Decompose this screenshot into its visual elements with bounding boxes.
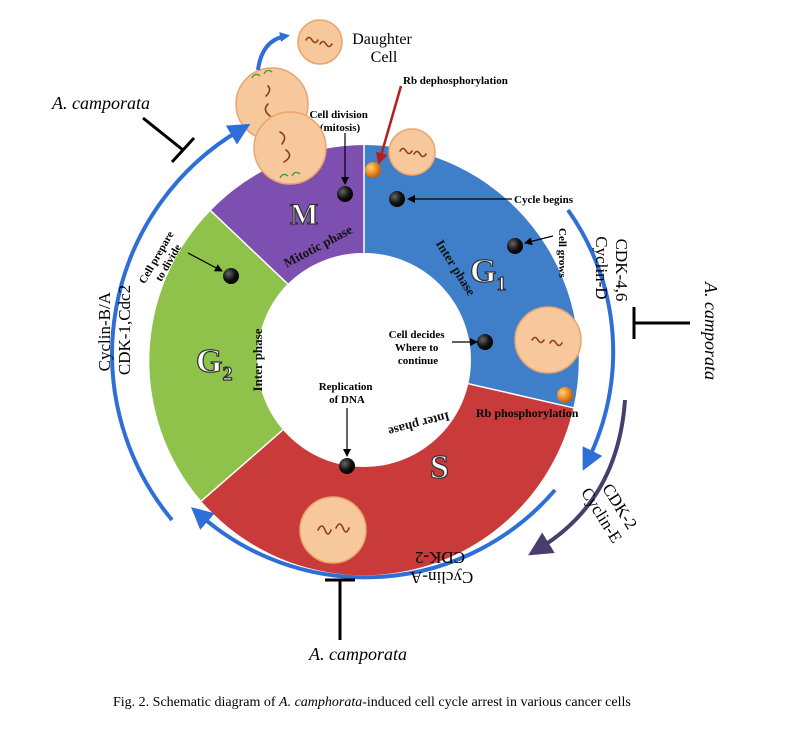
cycle-begins-dot	[389, 191, 405, 207]
caption-prefix: Fig. 2. Schematic diagram of	[113, 695, 280, 710]
cycle-begins-label: Cycle begins	[514, 194, 574, 206]
g2-phase-segment	[149, 210, 288, 502]
rb-dephos-arrow	[375, 85, 403, 165]
g1-late-cell	[514, 306, 582, 374]
rb-phos-dot	[557, 387, 573, 403]
s-phase-segment	[201, 383, 574, 576]
inhibitor-right: A. camporata	[701, 281, 721, 380]
cell-decides-dot	[477, 334, 493, 350]
inhibit-top-left-bar	[170, 136, 196, 164]
g2-phase-label: Inter phase	[250, 328, 265, 391]
m-letter: M	[290, 198, 318, 231]
s-phase-cell	[299, 496, 367, 564]
rb-dephos-label: Rb dephosphorylation	[403, 75, 508, 87]
cell-decides-label: Cell decides Where to continue	[389, 329, 448, 367]
caption-suffix: -induced cell cycle arrest in various ca…	[362, 695, 631, 710]
g2-letter: G2	[196, 343, 232, 385]
caption-italic: A. camphorata	[279, 695, 363, 710]
figure-caption: Fig. 2. Schematic diagram of A. camphora…	[113, 695, 753, 711]
rb-dephos-dot	[365, 162, 381, 178]
rb-phos-label: Rb phosphorylation	[476, 406, 579, 420]
cell-division-label: Cell division (mitosis)	[309, 109, 370, 134]
g1-letter: G1	[470, 253, 506, 295]
ring-center	[257, 253, 471, 467]
mitosis-cell-bottom	[253, 111, 327, 185]
m-phase-segment	[210, 145, 364, 284]
inhibitor-bottom: A. camporata	[308, 644, 407, 664]
cyclin-b-label: Cyclin-B/A CDK-1,Cdc2	[95, 285, 134, 375]
daughter-cell-icon	[297, 19, 343, 65]
inhibit-top-left-line	[142, 116, 184, 152]
replication-dot	[339, 458, 355, 474]
cell-grows-dot	[507, 238, 523, 254]
cell-grows-label: Cell grows	[556, 228, 568, 278]
prepare-divide-dot	[223, 268, 239, 284]
cyclin-e-arrow	[528, 399, 627, 556]
inhibitor-top-left: A. camporata	[51, 93, 150, 113]
s-letter: S	[430, 449, 449, 486]
g2-m-outer-arrow	[110, 123, 251, 522]
s-outer-arrow	[190, 488, 557, 580]
daughter-arrow	[256, 32, 290, 71]
cyclin-d-label: Cyclin-D CDK-4,6	[592, 236, 631, 304]
cell-division-dot	[337, 186, 353, 202]
cyclin-e-label: Cyclin-E CDK-2	[577, 474, 645, 550]
g1-outer-arrow	[566, 208, 616, 471]
cyclin-a-label: Cyclin-A CDK-2	[407, 548, 474, 587]
replication-label: Replication of DNA	[319, 381, 376, 406]
daughter-cell-label: Daughter Cell	[352, 31, 416, 66]
